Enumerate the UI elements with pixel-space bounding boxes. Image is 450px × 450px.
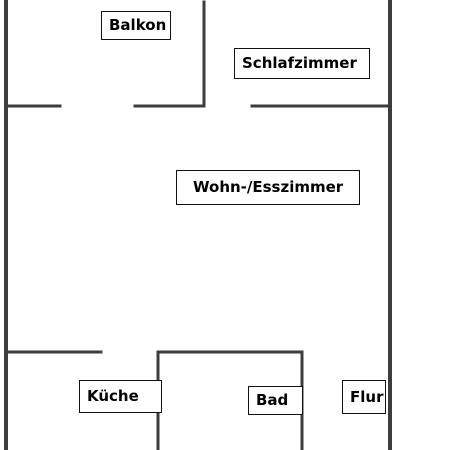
room-label-wohn-esszimmer: Wohn-/Esszimmer <box>176 170 360 205</box>
room-label-kueche: Küche <box>79 380 162 413</box>
room-label-schlafzimmer: Schlafzimmer <box>234 48 370 79</box>
room-label-flur: Flur <box>342 380 386 414</box>
room-label-balkon: Balkon <box>101 11 171 40</box>
room-label-bad: Bad <box>248 386 303 415</box>
